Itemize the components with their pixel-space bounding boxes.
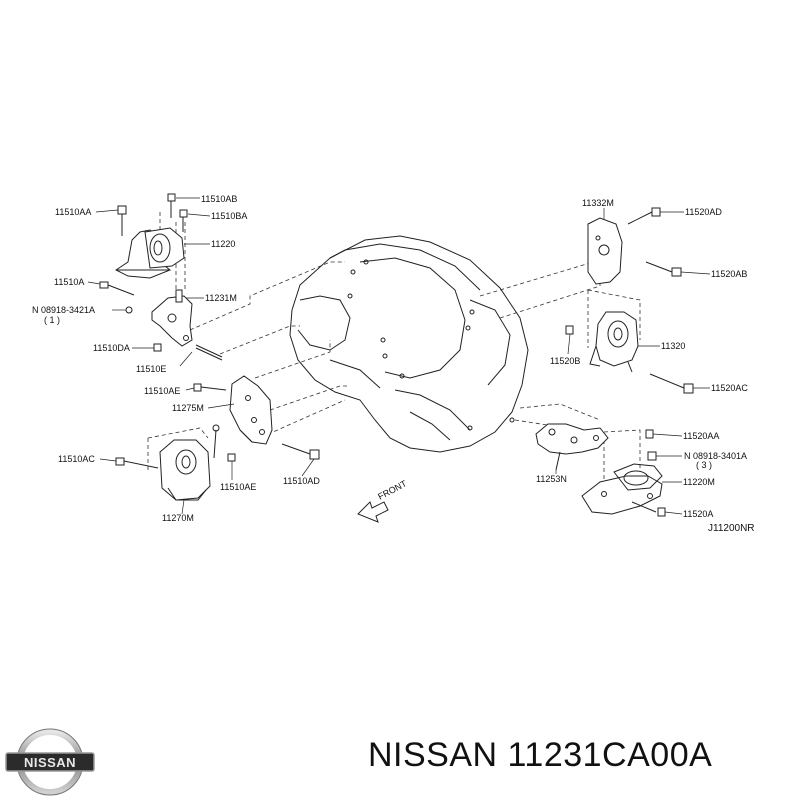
label-bolt-qty-1: ( 1 ) bbox=[44, 315, 60, 325]
label-11510E: 11510E bbox=[136, 364, 166, 374]
label-11520AC: 11520AC bbox=[711, 383, 748, 393]
mount-11320 bbox=[565, 311, 694, 394]
mount-11220 bbox=[115, 227, 185, 279]
label-11510AE-lower: 11510AE bbox=[220, 482, 256, 492]
label-bolt-qty-3: ( 3 ) bbox=[696, 460, 712, 470]
nissan-logo-text: NISSAN bbox=[24, 755, 76, 770]
label-11510AA: 11510AA bbox=[55, 207, 91, 217]
label-11520AD: 11520AD bbox=[685, 207, 722, 217]
label-11520A: 11520A bbox=[683, 509, 713, 519]
leader-lines bbox=[87, 197, 711, 515]
mount-11270M bbox=[115, 424, 320, 501]
bracket-11332M bbox=[587, 207, 682, 285]
label-11510AB: 11510AB bbox=[201, 194, 237, 204]
label-11231M: 11231M bbox=[205, 293, 237, 303]
bracket-11253N bbox=[535, 423, 609, 471]
label-reference-code: J11200NR bbox=[708, 523, 755, 534]
part-labels: 11510AA 11510AB 11510BA 11220 11510A 112… bbox=[32, 194, 755, 534]
label-11520AB: 11520AB bbox=[711, 269, 747, 279]
engine-block bbox=[289, 235, 529, 453]
bracket-11275M bbox=[193, 375, 273, 445]
label-front: FRONT bbox=[376, 478, 409, 502]
label-11510BA: 11510BA bbox=[211, 211, 247, 221]
bracket-11231M bbox=[151, 289, 223, 361]
label-11510DA: 11510DA bbox=[93, 343, 130, 353]
front-arrow bbox=[357, 501, 389, 523]
label-11520AA: 11520AA bbox=[683, 431, 719, 441]
label-11510AD: 11510AD bbox=[283, 476, 320, 486]
label-11332M: 11332M bbox=[582, 198, 614, 208]
mount-11220M bbox=[581, 429, 666, 517]
label-11510A: 11510A bbox=[54, 277, 84, 287]
bolts-upper-left bbox=[99, 193, 188, 314]
label-bolt-08918-3421A: N 08918-3421A bbox=[32, 305, 95, 315]
label-11320: 11320 bbox=[661, 341, 685, 351]
part-number-title: NISSAN 11231CA00A bbox=[368, 736, 713, 774]
label-11520B: 11520B bbox=[550, 356, 580, 366]
label-bolt-08918-3401A: N 08918-3401A bbox=[684, 451, 747, 461]
label-11510AC: 11510AC bbox=[58, 454, 95, 464]
label-11220M: 11220M bbox=[683, 477, 715, 487]
label-11270M: 11270M bbox=[162, 513, 194, 523]
nissan-logo: NISSAN bbox=[5, 728, 95, 796]
label-11510AE: 11510AE bbox=[144, 386, 180, 396]
label-11220: 11220 bbox=[211, 239, 235, 249]
label-11275M: 11275M bbox=[172, 403, 204, 413]
label-11253N: 11253N bbox=[536, 474, 567, 484]
